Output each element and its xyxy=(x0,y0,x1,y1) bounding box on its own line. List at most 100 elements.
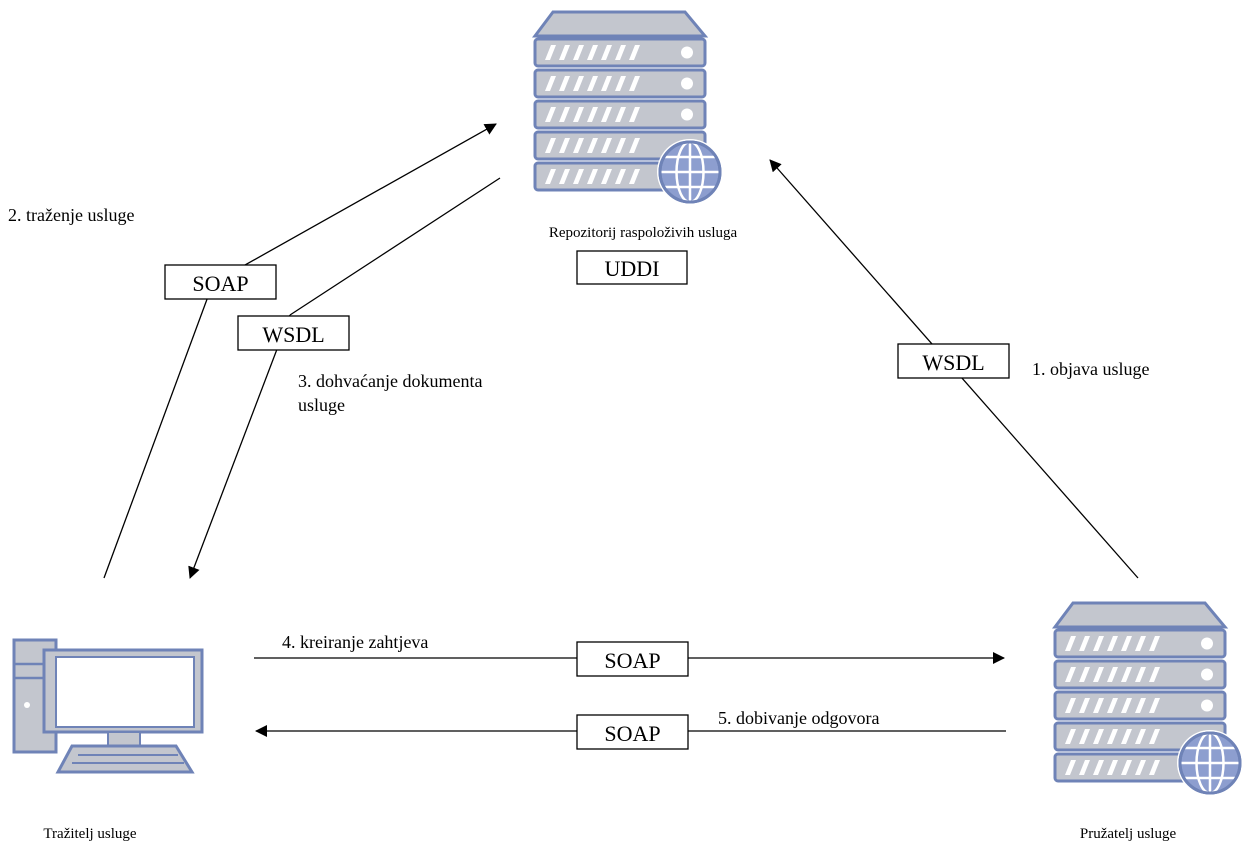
server-slot xyxy=(1093,760,1104,775)
server-slot xyxy=(1135,636,1146,651)
server-led xyxy=(1201,668,1213,681)
server-led xyxy=(681,77,693,90)
server-slot xyxy=(559,169,570,184)
server-slot xyxy=(615,45,626,60)
server-slot xyxy=(545,45,556,60)
server-slot xyxy=(1135,698,1146,713)
server-slot xyxy=(1079,698,1090,713)
server-slot xyxy=(629,169,640,184)
server-led xyxy=(681,46,693,59)
request-step-label: 4. kreiranje zahtjeva xyxy=(282,632,428,652)
monitor-stand xyxy=(107,731,141,747)
server-slot xyxy=(559,76,570,91)
server-slot xyxy=(1107,760,1118,775)
server-slot xyxy=(1121,729,1132,744)
search-soap-tag: SOAP xyxy=(164,264,277,300)
server-slot xyxy=(1135,729,1146,744)
server-slot xyxy=(1107,729,1118,744)
server-slot xyxy=(559,138,570,153)
server-slot xyxy=(601,45,612,60)
server-slot xyxy=(1079,729,1090,744)
response-soap-tag: SOAP xyxy=(576,714,689,750)
fetch-arrow-upper xyxy=(289,177,501,316)
server-slot xyxy=(1107,698,1118,713)
server-slot xyxy=(629,45,640,60)
server-slot xyxy=(587,138,598,153)
response-step-label: 5. dobivanje odgovora xyxy=(718,708,879,728)
server-slot xyxy=(1121,667,1132,682)
search-step-label: 2. traženje usluge xyxy=(8,205,134,225)
uddi-tag: UDDI xyxy=(576,250,688,285)
server-slot xyxy=(573,76,584,91)
repository-label: Repozitorij raspoloživih usluga xyxy=(549,225,738,241)
server-slot xyxy=(573,45,584,60)
server-slot xyxy=(559,45,570,60)
svg-text:SOAP: SOAP xyxy=(604,721,660,746)
svg-text:SOAP: SOAP xyxy=(604,648,660,673)
server-slot xyxy=(615,169,626,184)
server-slot xyxy=(1065,760,1076,775)
fetch-step-label-line1: 3. dohvaćanje dokumenta xyxy=(298,371,482,391)
server-slot xyxy=(629,107,640,122)
provider-server-icon xyxy=(1052,601,1243,796)
svg-text:WSDL: WSDL xyxy=(262,322,324,347)
server-slot xyxy=(545,76,556,91)
search-arrow-upper xyxy=(212,123,497,284)
server-slot xyxy=(1149,729,1160,744)
server-slot xyxy=(629,76,640,91)
server-slot xyxy=(545,107,556,122)
server-slot xyxy=(1079,760,1090,775)
server-slot xyxy=(601,138,612,153)
server-slot xyxy=(587,45,598,60)
server-led xyxy=(1201,699,1213,712)
server-slot xyxy=(615,107,626,122)
publish-step-label: 1. objava usluge xyxy=(1032,359,1149,379)
svg-text:SOAP: SOAP xyxy=(192,271,248,296)
server-slot xyxy=(1079,667,1090,682)
server-slot xyxy=(1149,698,1160,713)
fetch-arrow xyxy=(188,314,291,579)
server-slot xyxy=(629,138,640,153)
globe-icon xyxy=(1177,730,1243,796)
server-slot xyxy=(601,107,612,122)
server-slot xyxy=(1149,667,1160,682)
server-slot xyxy=(587,76,598,91)
server-slot xyxy=(1093,698,1104,713)
server-slot xyxy=(601,76,612,91)
requester-label: Tražitelj usluge xyxy=(43,826,137,842)
server-top xyxy=(532,10,709,38)
server-slot xyxy=(1107,667,1118,682)
server-slot xyxy=(615,76,626,91)
server-slot xyxy=(573,138,584,153)
server-slot xyxy=(1149,636,1160,651)
server-led xyxy=(1201,637,1213,650)
server-slot xyxy=(545,169,556,184)
server-slot xyxy=(587,107,598,122)
computer-screen xyxy=(55,656,195,728)
server-slot xyxy=(573,107,584,122)
server-slot xyxy=(1121,636,1132,651)
server-slot xyxy=(559,107,570,122)
server-slot xyxy=(1093,667,1104,682)
globe-icon xyxy=(657,139,723,205)
server-slot xyxy=(1107,636,1118,651)
publish-wsdl-tag: WSDL xyxy=(897,343,1010,379)
request-soap-tag: SOAP xyxy=(576,641,689,677)
server-slot xyxy=(1065,729,1076,744)
svg-text:WSDL: WSDL xyxy=(922,350,984,375)
server-slot xyxy=(1121,698,1132,713)
svg-text:UDDI: UDDI xyxy=(605,256,660,281)
server-led xyxy=(681,108,693,121)
requester-computer-icon xyxy=(12,638,204,774)
fetch-wsdl-tag: WSDL xyxy=(237,315,350,351)
computer-keyboard xyxy=(55,744,195,774)
server-slot xyxy=(1093,636,1104,651)
server-slot xyxy=(573,169,584,184)
server-slot xyxy=(1065,667,1076,682)
server-slot xyxy=(1135,667,1146,682)
search-arrow xyxy=(103,282,214,579)
server-slot xyxy=(1079,636,1090,651)
server-top xyxy=(1052,601,1229,629)
repository-server-icon xyxy=(532,10,723,205)
